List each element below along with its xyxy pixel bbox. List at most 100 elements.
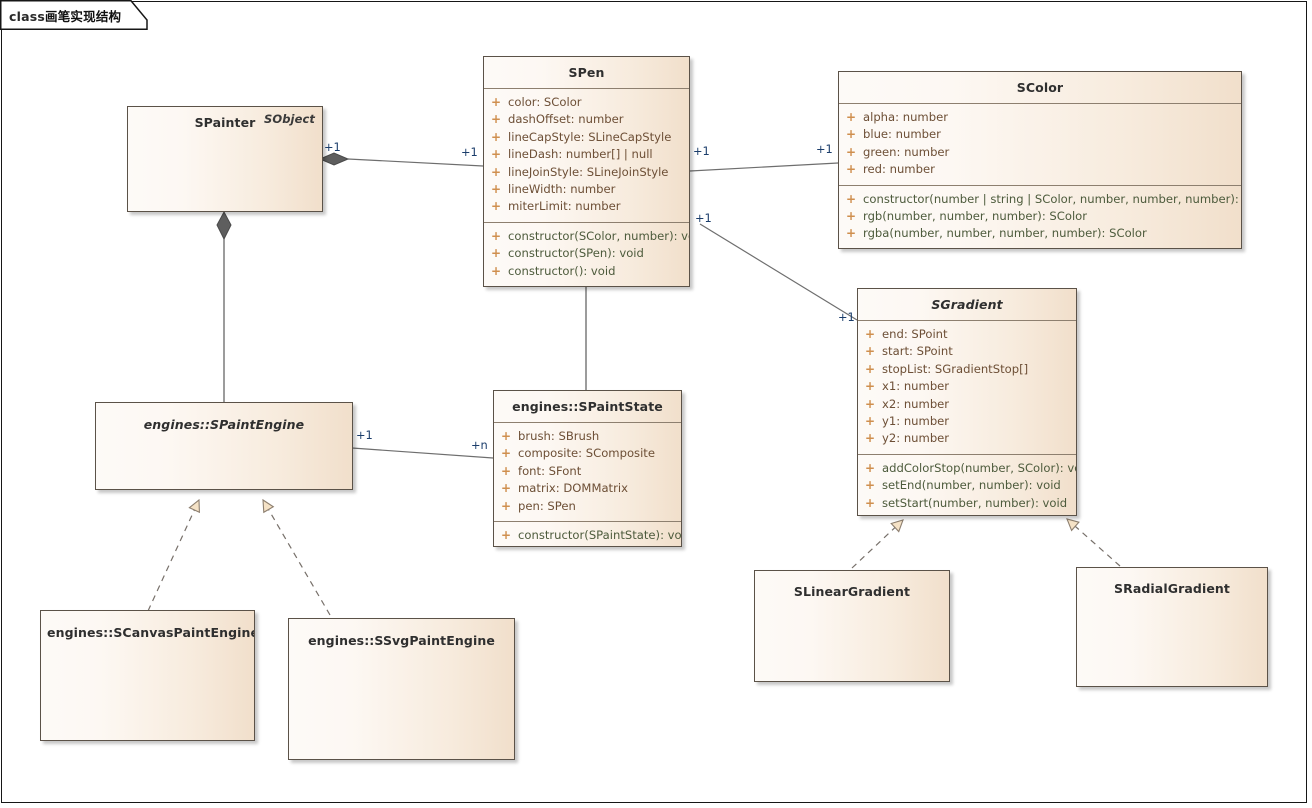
class-box-slineargradient[interactable]: SLinearGradient <box>754 570 950 682</box>
class-header-ssvgpaintengine: engines::SSvgPaintEngine <box>289 619 514 656</box>
visibility-marker: + <box>864 460 876 475</box>
visibility-marker: + <box>490 112 502 127</box>
operation-row: +setStart(number, number): void <box>858 495 1076 512</box>
class-box-spen[interactable]: SPen +color: SColor +dashOffset: number … <box>483 56 690 287</box>
operation-row: + constructor(): void <box>484 263 689 280</box>
class-name-scanvaspaintengine: engines::SCanvasPaintEngine <box>47 625 255 640</box>
attribute-row: +x1: number <box>858 378 1076 395</box>
class-box-spaintstate[interactable]: engines::SPaintState + brush: SBrush +com… <box>493 390 682 547</box>
visibility-marker: + <box>490 147 502 162</box>
link-paintengine-paintstate <box>351 447 494 459</box>
multiplicity-painter-pen-dst: +1 <box>461 145 478 159</box>
class-header-scolor: SColor <box>839 72 1241 103</box>
visibility-marker: + <box>845 209 857 224</box>
link-lineargradient-gradient <box>851 520 903 569</box>
visibility-marker: + <box>864 361 876 376</box>
attribute-row: +red: number <box>839 161 1241 178</box>
attribute-row: +dashOffset: number <box>484 111 689 128</box>
class-box-scolor[interactable]: SColor + alpha: number + blue: number + gre… <box>838 71 1242 249</box>
diagram-title-tab: class画笔实现结构 <box>1 1 121 30</box>
class-name-ssvgpaintengine: engines::SSvgPaintEngine <box>308 633 495 648</box>
operation-text: rgb(number, number, number): SColor <box>863 209 1088 224</box>
operation-row: + setEnd(number, number): void <box>858 477 1076 494</box>
attribute-text: x1: number <box>882 379 950 394</box>
diagram-frame-tab-shape <box>0 0 148 30</box>
class-header-spaintengine: engines::SPaintEngine <box>96 403 352 440</box>
class-name-slineargradient: SLinearGradient <box>793 584 911 599</box>
visibility-marker: + <box>490 95 502 109</box>
visibility-marker: + <box>490 263 502 278</box>
class-operations-spaintstate: +constructor(SPaintState): void <box>494 521 681 546</box>
class-header-spen: SPen <box>484 57 689 88</box>
class-header-scanvaspaintengine: engines::SCanvasPaintEngine <box>41 611 254 648</box>
attribute-text: green: number <box>863 144 950 159</box>
attribute-row: + lineDash: number[] | null <box>484 146 689 163</box>
attribute-text: y2: number <box>882 431 950 446</box>
class-name-sradialgradient: SRadialGradient <box>1114 581 1230 596</box>
attribute-text: miterLimit: number <box>508 199 621 214</box>
attribute-text: lineDash: number[] | null <box>508 147 653 162</box>
operation-text: setStart(number, number): void <box>882 495 1068 510</box>
class-header-spaintstate: engines::SPaintState <box>494 391 681 422</box>
operation-row: + rgb(number, number, number): SColor <box>839 208 1241 225</box>
visibility-marker: + <box>864 327 876 341</box>
attribute-row: + green: number <box>839 144 1241 161</box>
class-attributes-spaintstate: + brush: SBrush +composite: SComposite +f… <box>494 422 681 521</box>
multiplicity-pen-color-src: +1 <box>693 144 710 158</box>
attribute-text: blue: number <box>863 127 941 142</box>
attribute-row: +font: SFont <box>494 463 681 480</box>
attribute-row: + blue: number <box>839 126 1241 143</box>
attribute-row: + stopList: SGradientStop[] <box>858 361 1076 378</box>
attribute-text: x2: number <box>882 396 950 411</box>
operation-row: +rgba(number, number, number, number): S… <box>839 225 1241 242</box>
operation-text: setEnd(number, number): void <box>882 478 1061 493</box>
visibility-marker: + <box>490 228 502 243</box>
class-name-spainter: SPainter <box>194 115 256 130</box>
attribute-text: end: SPoint <box>882 327 948 341</box>
attribute-text: alpha: number <box>863 110 948 124</box>
class-box-sradialgradient[interactable]: SRadialGradient <box>1076 567 1268 687</box>
link-svgengine-paintengine <box>263 500 331 616</box>
visibility-marker: + <box>864 396 876 411</box>
class-box-spaintengine[interactable]: engines::SPaintEngine <box>95 402 353 490</box>
class-header-sradialgradient: SRadialGradient <box>1077 568 1267 604</box>
visibility-marker: + <box>845 191 857 206</box>
operation-row: + constructor(number | string | SColor, n… <box>839 191 1241 208</box>
multiplicity-engine-state-src: +1 <box>356 428 373 442</box>
class-name-spaintstate: engines::SPaintState <box>512 399 663 414</box>
multiplicity-engine-state-dst: +n <box>471 438 488 452</box>
attribute-text: stopList: SGradientStop[] <box>882 361 1029 376</box>
attribute-text: matrix: DOMMatrix <box>518 481 628 496</box>
class-box-sgradient[interactable]: SGradient +end: SPoint +start: SPoint +s… <box>857 288 1077 516</box>
class-box-spainter[interactable]: SPainter SObject <box>127 106 323 212</box>
operation-text: constructor(): void <box>508 263 616 278</box>
class-box-scanvaspaintengine[interactable]: engines::SCanvasPaintEngine <box>40 610 255 741</box>
visibility-marker: + <box>500 463 512 478</box>
attribute-text: lineCapStyle: SLineCapStyle <box>508 129 672 144</box>
visibility-marker: + <box>864 478 876 493</box>
operation-row: +constructor(SPaintState): void <box>494 527 681 544</box>
class-attributes-scolor: + alpha: number + blue: number + green: num… <box>839 103 1241 185</box>
visibility-marker: + <box>864 344 876 359</box>
attribute-text: start: SPoint <box>882 344 953 359</box>
multiplicity-pen-gradient-src: +1 <box>695 211 712 225</box>
visibility-marker: + <box>845 144 857 159</box>
attribute-row: +composite: SComposite <box>494 445 681 462</box>
attribute-text: brush: SBrush <box>518 429 600 443</box>
attribute-row: +lineCapStyle: SLineCapStyle <box>484 129 689 146</box>
attribute-row: +lineJoinStyle: SLineJoinStyle <box>484 164 689 181</box>
visibility-marker: + <box>500 481 512 496</box>
attribute-text: lineWidth: number <box>508 182 616 197</box>
visibility-marker: + <box>500 446 512 461</box>
operation-text: rgba(number, number, number, number): SC… <box>863 226 1147 241</box>
operation-text: constructor(number | string | SColor, nu… <box>863 191 1242 206</box>
multiplicity-pen-gradient-dst: +1 <box>838 310 855 324</box>
class-box-ssvgpaintengine[interactable]: engines::SSvgPaintEngine <box>288 618 515 760</box>
multiplicity-painter-pen-src: +1 <box>324 140 341 154</box>
visibility-marker: + <box>845 127 857 142</box>
attribute-row: +color: SColor <box>484 94 689 111</box>
visibility-marker: + <box>500 429 512 443</box>
class-header-slineargradient: SLinearGradient <box>755 571 949 607</box>
